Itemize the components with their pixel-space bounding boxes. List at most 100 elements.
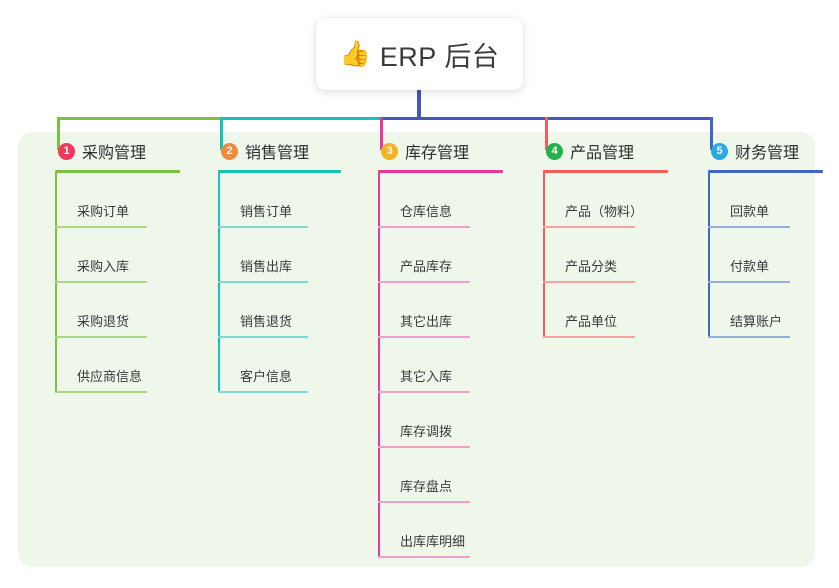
menu-item-underline bbox=[378, 226, 470, 228]
menu-item[interactable]: 采购退货 bbox=[55, 283, 190, 338]
menu-item-underline bbox=[55, 336, 147, 338]
menu-item-underline bbox=[543, 281, 635, 283]
menu-item[interactable]: 销售订单 bbox=[218, 173, 351, 228]
menu-item[interactable]: 其它出库 bbox=[378, 283, 513, 338]
menu-item-underline bbox=[55, 391, 147, 393]
connector-drop-3 bbox=[380, 117, 383, 150]
menu-item-label: 产品库存 bbox=[400, 259, 453, 274]
column-header[interactable]: 2 销售管理 bbox=[203, 132, 351, 170]
column-header[interactable]: 3 库存管理 bbox=[363, 132, 513, 170]
menu-item[interactable]: 产品（物料） bbox=[543, 173, 678, 228]
menu-item-label: 库存调拨 bbox=[400, 424, 453, 439]
column-采购管理: 1 采购管理采购订单采购入库采购退货供应商信息 bbox=[40, 132, 190, 393]
root-stem-line bbox=[417, 90, 421, 120]
column-title: 库存管理 bbox=[405, 145, 470, 162]
menu-item[interactable]: 库存调拨 bbox=[378, 393, 513, 448]
menu-item-label: 销售退货 bbox=[240, 314, 293, 329]
menu-item-underline bbox=[218, 391, 308, 393]
column-title: 产品管理 bbox=[570, 145, 635, 162]
menu-item[interactable]: 其它入库 bbox=[378, 338, 513, 393]
branch-trunk-line bbox=[543, 173, 545, 338]
menu-item-underline bbox=[378, 391, 470, 393]
column-库存管理: 3 库存管理仓库信息产品库存其它出库其它入库库存调拨库存盘点出库库明细 bbox=[363, 132, 513, 558]
menu-item-label: 产品单位 bbox=[565, 314, 618, 329]
menu-item[interactable]: 付款单 bbox=[708, 228, 833, 283]
menu-item[interactable]: 销售退货 bbox=[218, 283, 351, 338]
menu-item[interactable]: 客户信息 bbox=[218, 338, 351, 393]
menu-item-underline bbox=[55, 281, 147, 283]
menu-item[interactable]: 结算账户 bbox=[708, 283, 833, 338]
menu-item[interactable]: 仓库信息 bbox=[378, 173, 513, 228]
connector-drop-4 bbox=[545, 117, 548, 150]
column-branch: 产品（物料） 产品分类产品单位 bbox=[543, 173, 678, 338]
connector-bar-segment-1 bbox=[220, 117, 380, 120]
menu-item-label: 销售订单 bbox=[240, 204, 293, 219]
menu-item-underline bbox=[378, 336, 470, 338]
menu-item-label: 采购退货 bbox=[77, 314, 130, 329]
menu-item[interactable]: 销售出库 bbox=[218, 228, 351, 283]
menu-item-underline bbox=[378, 446, 470, 448]
column-title: 采购管理 bbox=[82, 145, 147, 162]
column-branch: 仓库信息产品库存其它出库其它入库库存调拨库存盘点出库库明细 bbox=[378, 173, 513, 558]
connector-drop-2 bbox=[220, 117, 223, 150]
menu-item-label: 其它入库 bbox=[400, 369, 453, 384]
column-underline bbox=[55, 170, 180, 173]
branch-trunk-line bbox=[218, 173, 220, 393]
menu-item-underline bbox=[55, 226, 147, 228]
menu-item-underline bbox=[543, 336, 635, 338]
columns-container: 1 采购管理采购订单采购入库采购退货供应商信息 2 销售管理销售订单销售出库销售退货客… bbox=[18, 132, 823, 567]
menu-item[interactable]: 产品分类 bbox=[543, 228, 678, 283]
menu-item-label: 产品分类 bbox=[565, 259, 618, 274]
root-node-card[interactable]: 👍 ERP 后台 bbox=[316, 18, 523, 90]
menu-item[interactable]: 库存盘点 bbox=[378, 448, 513, 503]
column-index-badge: 3 bbox=[381, 142, 398, 160]
branch-trunk-line bbox=[708, 173, 710, 338]
connector-drop-1 bbox=[57, 117, 60, 150]
menu-item-label: 客户信息 bbox=[240, 369, 293, 384]
menu-item-label: 供应商信息 bbox=[77, 369, 143, 384]
menu-item-label: 库存盘点 bbox=[400, 479, 453, 494]
menu-item-label: 出库库明细 bbox=[400, 534, 466, 549]
column-销售管理: 2 销售管理销售订单销售出库销售退货客户信息 bbox=[203, 132, 351, 393]
menu-item[interactable]: 采购订单 bbox=[55, 173, 190, 228]
menu-item-underline bbox=[708, 226, 790, 228]
branch-trunk-line bbox=[378, 173, 380, 558]
column-index-badge: 2 bbox=[221, 142, 238, 160]
connector-drop-5 bbox=[710, 117, 713, 150]
column-header[interactable]: 1 采购管理 bbox=[40, 132, 190, 170]
menu-item-label: 产品（物料） bbox=[565, 204, 644, 219]
column-index-badge: 1 bbox=[58, 142, 75, 160]
connector-bar-segment-0 bbox=[57, 117, 220, 120]
menu-item-label: 销售出库 bbox=[240, 259, 293, 274]
menu-item[interactable]: 出库库明细 bbox=[378, 503, 513, 558]
menu-item[interactable]: 回款单 bbox=[708, 173, 833, 228]
menu-item[interactable]: 供应商信息 bbox=[55, 338, 190, 393]
menu-item-underline bbox=[218, 226, 308, 228]
branch-trunk-line bbox=[55, 173, 57, 393]
menu-item-underline bbox=[378, 281, 470, 283]
menu-item-underline bbox=[708, 281, 790, 283]
menu-item-label: 采购订单 bbox=[77, 204, 130, 219]
thumbs-up-icon: 👍 bbox=[339, 39, 371, 68]
column-underline bbox=[708, 170, 823, 173]
column-title: 销售管理 bbox=[245, 145, 310, 162]
menu-item[interactable]: 产品单位 bbox=[543, 283, 678, 338]
menu-item-label: 结算账户 bbox=[730, 314, 783, 329]
menu-item-underline bbox=[708, 336, 790, 338]
column-title: 财务管理 bbox=[735, 145, 800, 162]
menu-item-label: 回款单 bbox=[730, 204, 770, 219]
menu-item-label: 其它出库 bbox=[400, 314, 453, 329]
page-title: ERP 后台 bbox=[379, 41, 500, 72]
menu-item[interactable]: 采购入库 bbox=[55, 228, 190, 283]
menu-item-underline bbox=[218, 336, 308, 338]
content-panel bbox=[18, 132, 815, 567]
menu-item-label: 付款单 bbox=[730, 259, 770, 274]
menu-item-underline bbox=[378, 556, 470, 558]
menu-item[interactable]: 产品库存 bbox=[378, 228, 513, 283]
column-underline bbox=[543, 170, 668, 173]
